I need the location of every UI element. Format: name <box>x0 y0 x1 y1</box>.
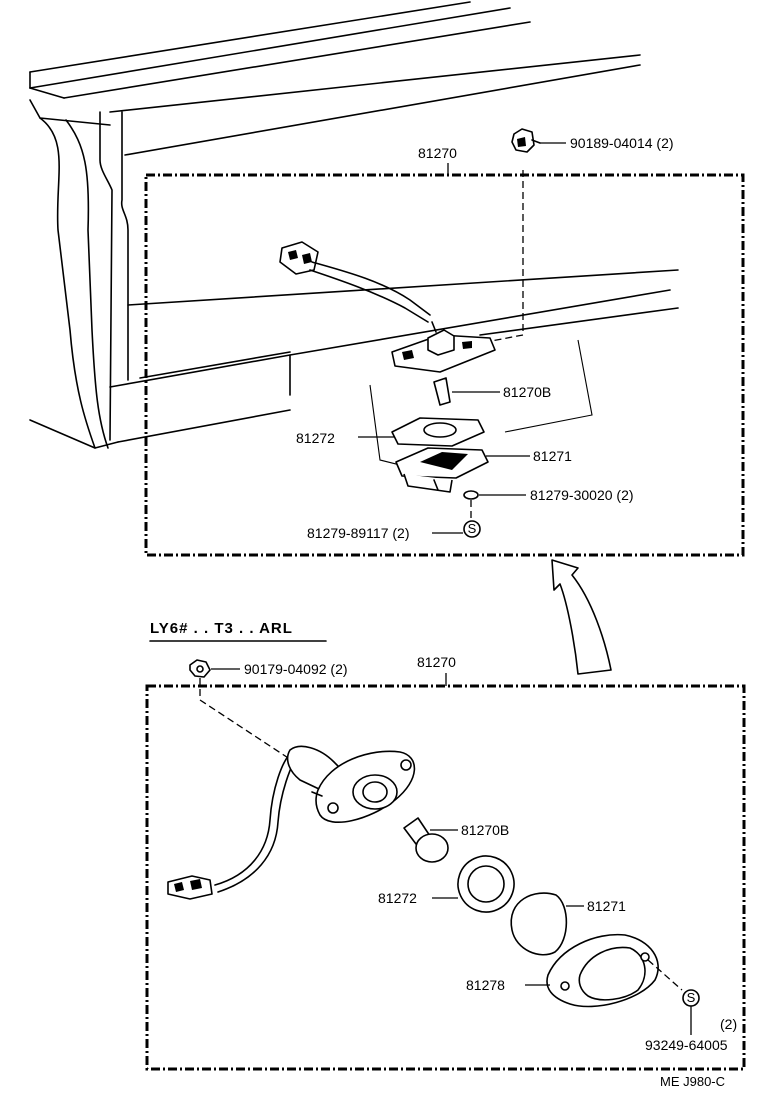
lower-socket-assembly-icon <box>167 745 416 900</box>
lower-bulb-label: 81270B <box>461 822 509 838</box>
upper-screw-s-label: 81279-89117 (2) <box>307 525 409 541</box>
lower-lens-label: 81271 <box>587 898 626 914</box>
upper-screw-s-symbol: S <box>468 521 477 536</box>
upper-gasket-label: 81272 <box>296 430 335 446</box>
upper-gasket-81272-icon <box>391 417 485 447</box>
screw-90189-icon <box>511 128 541 153</box>
lower-bulb-81270b-icon <box>403 817 449 863</box>
lower-housing-label: 81278 <box>466 977 505 993</box>
lower-screw-label: 93249-64005 <box>645 1037 728 1053</box>
upper-assembly-label: 81270 <box>418 145 457 161</box>
upper-screw-label: 90189-04014 (2) <box>570 135 674 151</box>
variant-label: LY6# . . T3 . . ARL <box>150 620 293 637</box>
lamp-socket-base-icon <box>391 321 496 373</box>
lower-housing-81278-icon <box>546 933 659 1008</box>
upper-lens-label: 81271 <box>533 448 572 464</box>
upper-bulb-81270b-icon <box>433 377 451 406</box>
lower-assembly-box <box>145 684 746 1071</box>
upper-assembly-box <box>144 173 745 557</box>
lower-screw-qty-label: (2) <box>720 1016 737 1032</box>
lower-screw-s-icon: S <box>682 989 700 1007</box>
lower-lens-81271-icon <box>510 892 568 956</box>
lower-assembly-label: 81270 <box>417 654 456 670</box>
lower-gasket-81272-icon <box>457 855 515 913</box>
upper-nut-icon <box>463 490 479 500</box>
direction-arrow-icon <box>551 559 612 675</box>
wire-harness-icon <box>279 241 431 323</box>
upper-nut-label: 81279-30020 (2) <box>530 487 634 503</box>
upper-lens-81271-icon <box>395 447 489 493</box>
lower-nut-label: 90179-04092 (2) <box>244 661 348 677</box>
upper-screw-s-icon: S <box>463 520 481 538</box>
upper-bulb-label: 81270B <box>503 384 551 400</box>
vehicle-rear-body-outline <box>29 1 679 471</box>
footer-code: ME J980-C <box>660 1074 725 1089</box>
lower-screw-s-symbol: S <box>687 990 696 1005</box>
lower-gasket-label: 81272 <box>378 890 417 906</box>
lower-nut-icon <box>189 659 211 678</box>
